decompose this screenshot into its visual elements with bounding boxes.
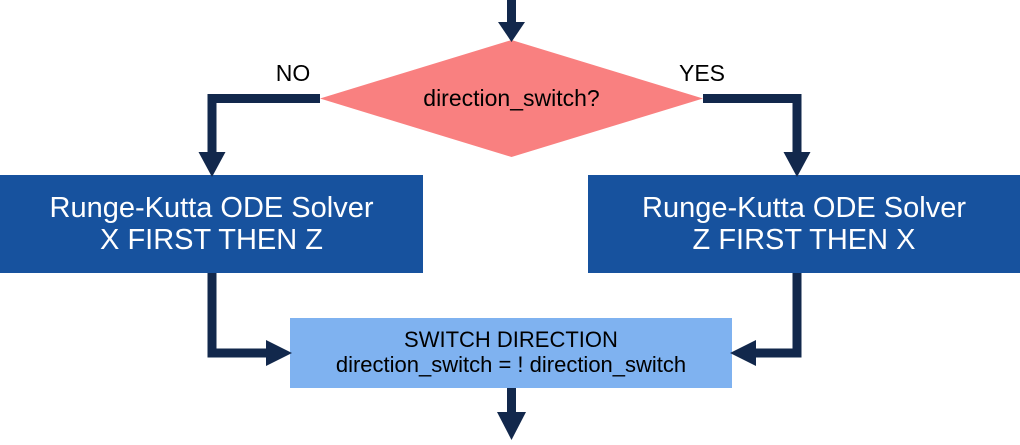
arrowhead-no-icon xyxy=(198,152,226,177)
decision-diamond[interactable] xyxy=(320,40,703,157)
arrowhead-yes-icon xyxy=(783,152,811,177)
arrowhead-left-to-switch-icon xyxy=(266,340,292,366)
solver-z-first-rect[interactable] xyxy=(588,175,1020,273)
arrowhead-exit-icon xyxy=(497,412,526,440)
edge-no-path xyxy=(207,94,320,158)
edge-left-to-switch-path xyxy=(207,273,272,358)
solver-x-first-rect[interactable] xyxy=(0,175,423,273)
arrowhead-entry-icon xyxy=(498,22,525,42)
edge-yes-path xyxy=(703,94,802,158)
edge-right-to-switch-path xyxy=(750,273,802,358)
switch-direction-rect[interactable] xyxy=(290,318,732,388)
arrowhead-right-to-switch-icon xyxy=(730,340,756,366)
